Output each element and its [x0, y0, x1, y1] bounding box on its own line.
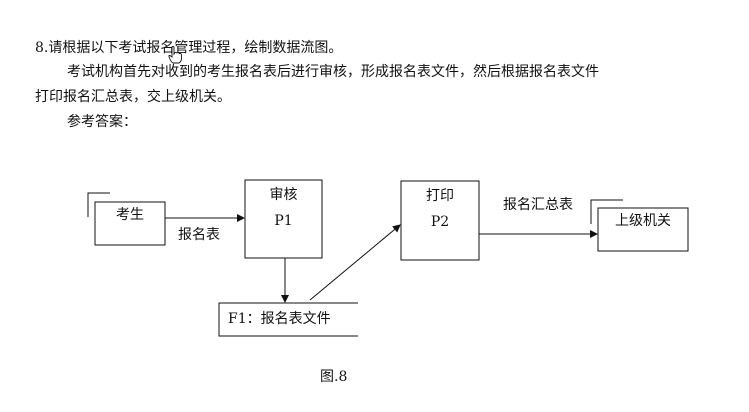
- process1-box: [244, 179, 323, 259]
- flow1-label: 报名表: [178, 227, 220, 243]
- process2-name: 打印: [426, 188, 454, 204]
- entity-sink-label: 上级机关: [615, 213, 671, 229]
- question-body-line1: 考试机构首先对收到的考生报名表后进行审核，形成报名表文件，然后根据报名表文件: [67, 64, 599, 80]
- process1-id: P1: [274, 213, 293, 229]
- process2-box: [400, 180, 480, 261]
- entity-source-corner: [87, 192, 110, 217]
- flow-store-to-p2-arrow: [309, 224, 401, 301]
- figure-caption: 图.8: [320, 369, 348, 385]
- process2-id: P2: [430, 214, 450, 230]
- data-store-outline: [218, 302, 358, 337]
- hand-pointer-icon: [168, 46, 182, 64]
- question-body-line2: 打印报名汇总表，交上级机关。: [35, 89, 231, 105]
- process1-name: 审核: [269, 187, 298, 203]
- data-store-label: F1：报名表文件: [228, 311, 331, 327]
- entity-source-box: [94, 201, 166, 246]
- question-title: 8.请根据以下考试报名管理过程，绘制数据流图。: [35, 40, 343, 56]
- answer-label: 参考答案：: [67, 114, 137, 130]
- entity-sink-box: [597, 207, 689, 252]
- flow2-label: 报名汇总表: [503, 197, 573, 213]
- entity-source-label: 考生: [116, 207, 144, 223]
- entity-sink-corner: [590, 199, 623, 224]
